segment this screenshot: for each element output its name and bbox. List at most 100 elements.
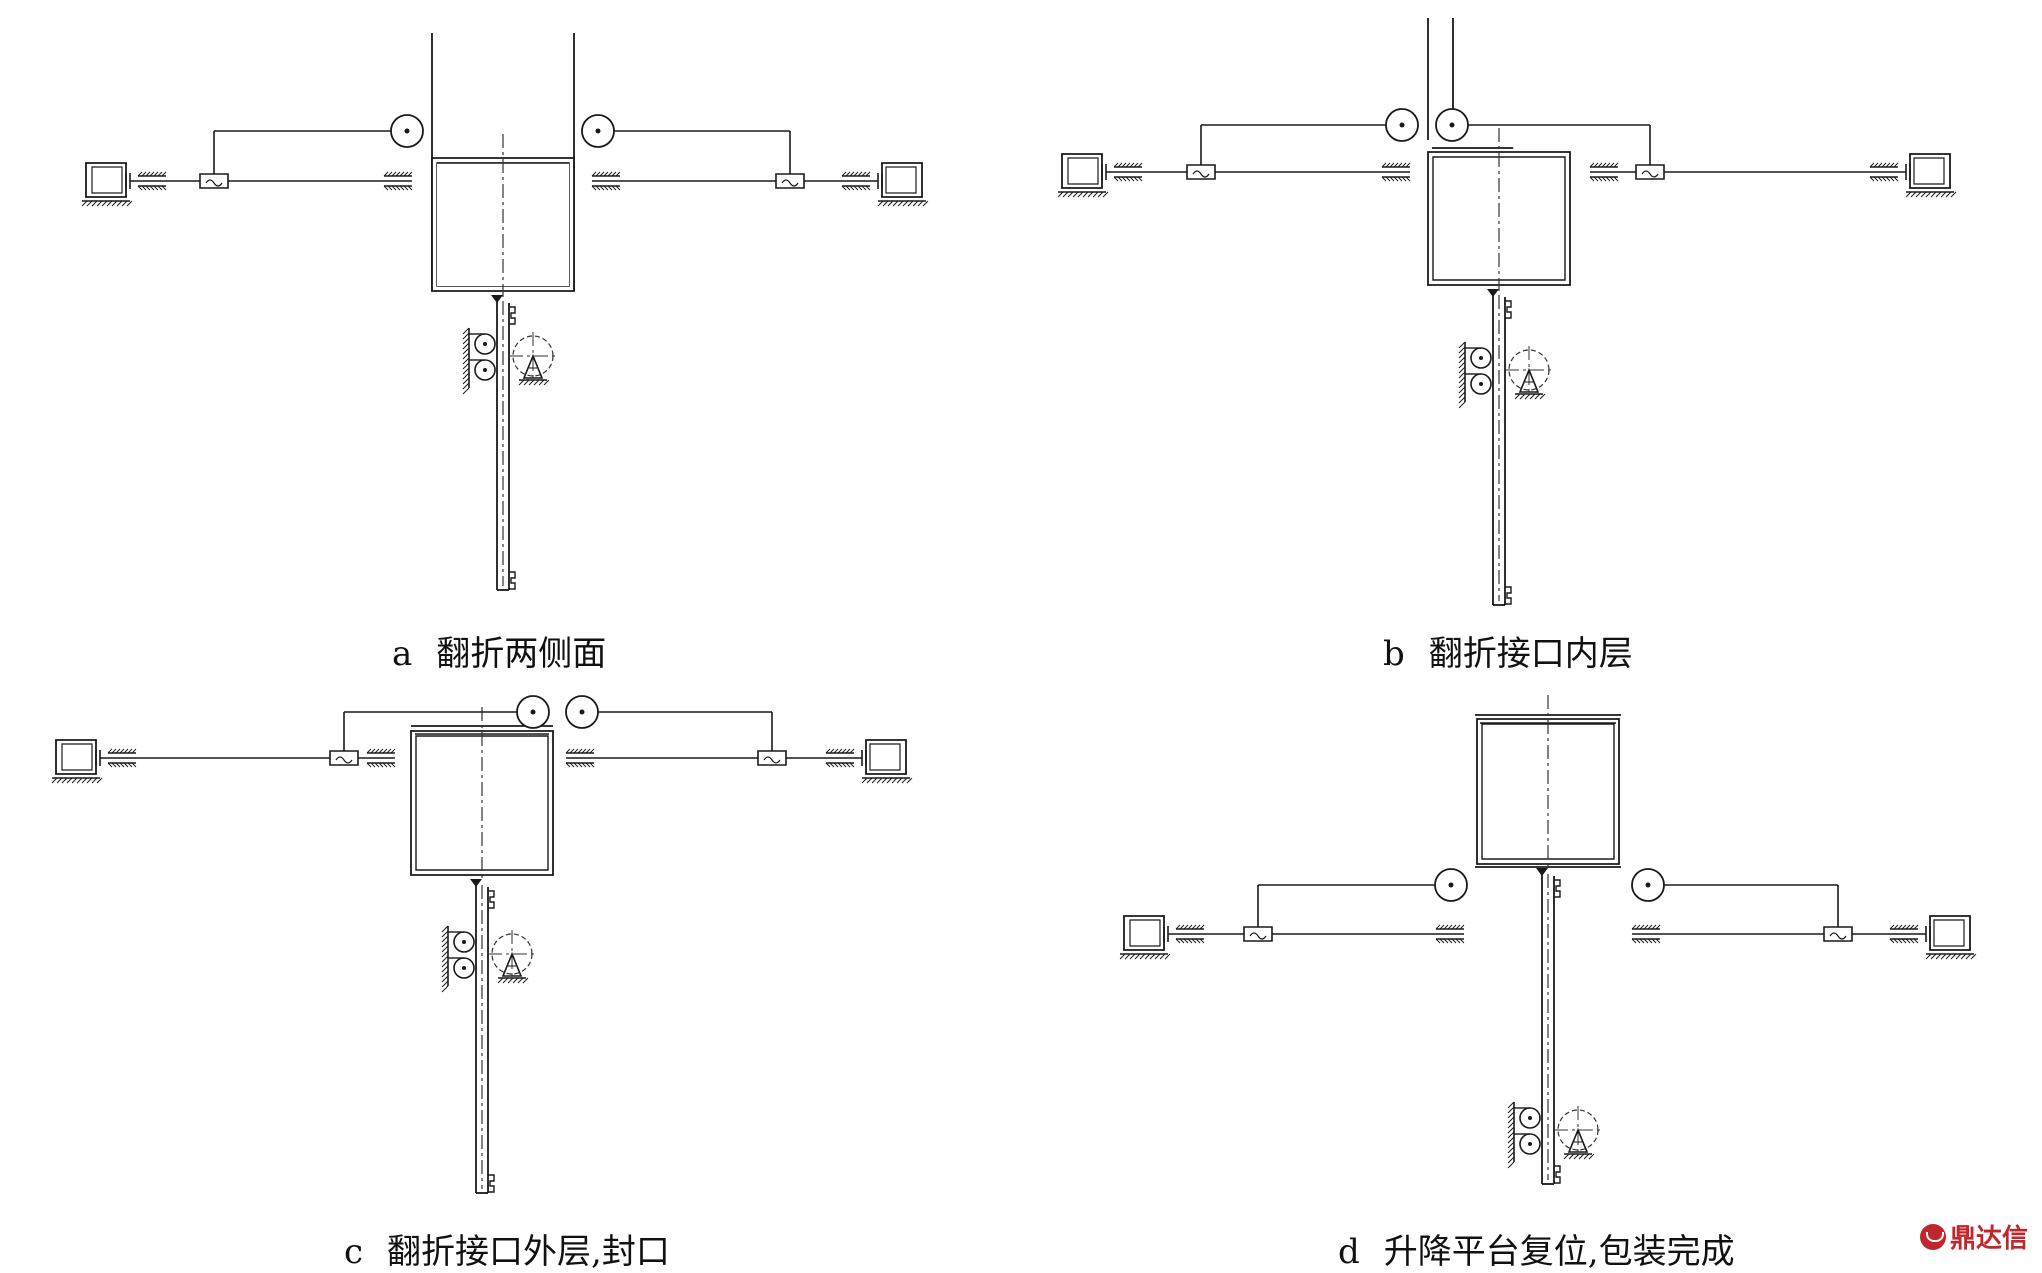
hatch-tick	[1508, 1147, 1514, 1153]
bearing-hatch	[604, 172, 608, 176]
bearing-hatch	[830, 763, 834, 767]
hatch-tick	[1941, 954, 1946, 959]
bearing-hatch	[383, 763, 387, 767]
bearing-hatch	[1184, 925, 1188, 929]
bearing-hatch	[1196, 925, 1200, 929]
bearing-hatch	[574, 763, 578, 767]
bearing-hatch	[1906, 939, 1910, 943]
bearing-hatch	[570, 749, 574, 753]
slider-body	[758, 751, 786, 765]
bearing-hatch	[866, 172, 870, 176]
bearing-hatch	[862, 186, 866, 190]
slider-block	[1187, 165, 1215, 179]
hatch-tick	[442, 956, 448, 962]
bearing-hatch	[1890, 177, 1894, 181]
left-fold-mechanism	[52, 696, 549, 783]
bearing-hatch	[842, 763, 846, 767]
bearing-hatch	[1640, 925, 1644, 929]
ground-hatch	[862, 778, 912, 783]
bearing-hatch	[566, 749, 570, 753]
bearing-hatch	[838, 749, 842, 753]
hatch-tick	[57, 778, 62, 783]
hatch-tick	[442, 981, 448, 987]
bearing-hatch	[138, 186, 142, 190]
bearing-hatch	[162, 172, 166, 176]
ground-hatch	[52, 778, 102, 783]
rack-tooth	[1554, 1166, 1560, 1183]
guide-roller-hub	[462, 966, 466, 970]
bearing-hatch	[371, 763, 375, 767]
slider-body	[776, 174, 804, 188]
bearing-hatch	[383, 749, 387, 753]
bearing-hatch	[379, 749, 383, 753]
slider-body	[1824, 927, 1852, 941]
bearing-hatch	[1652, 925, 1656, 929]
bearing-hatch	[162, 186, 166, 190]
bearing-hatch	[1648, 925, 1652, 929]
hatch-tick	[913, 201, 918, 206]
bearing	[1436, 925, 1464, 943]
bearing	[108, 749, 136, 767]
motor-icon	[1058, 154, 1108, 197]
bearing-hatch	[1898, 939, 1902, 943]
hatch-tick	[1936, 954, 1941, 959]
bearing-hatch	[1870, 163, 1874, 167]
bearing-hatch	[1648, 939, 1652, 943]
hatch-tick	[463, 363, 469, 369]
hatch-tick	[87, 778, 92, 783]
watermark-text: 鼎达信	[1949, 1224, 2028, 1254]
bearing	[384, 172, 412, 190]
slider-spring	[206, 180, 222, 186]
slider-body	[1187, 165, 1215, 179]
pulley-hub	[404, 128, 410, 134]
hatch-tick	[903, 201, 908, 206]
hatch-tick	[442, 931, 448, 937]
hatch-tick	[463, 368, 469, 374]
pulley-icon	[1435, 869, 1467, 901]
bearing-hatch	[1602, 163, 1606, 167]
lifting-platform	[1459, 289, 1553, 605]
bearing-hatch	[120, 763, 124, 767]
pulley-hub	[1645, 882, 1651, 888]
bearing-hatch	[1632, 939, 1636, 943]
bearing-hatch	[600, 172, 604, 176]
bearing-hatch	[616, 186, 620, 190]
hatch-tick	[1508, 1142, 1514, 1148]
pulley-hub	[1448, 882, 1454, 888]
motor-icon	[82, 163, 132, 206]
hatch-tick	[1926, 192, 1931, 197]
caption-a-text: 翻折两侧面	[436, 634, 607, 674]
bearing-hatch	[858, 186, 862, 190]
bearing-hatch	[1138, 177, 1142, 181]
bearing-hatch	[1652, 939, 1656, 943]
hatch-tick	[503, 978, 508, 983]
bearing-hatch	[846, 749, 850, 753]
hatch-tick	[529, 380, 534, 385]
bearing-hatch	[1448, 925, 1452, 929]
wall-hatch	[442, 926, 448, 992]
bearing-hatch	[1878, 163, 1882, 167]
bearing	[367, 749, 395, 767]
caption-b-text: 翻折接口内层	[1428, 634, 1633, 674]
hatch-tick	[92, 778, 97, 783]
bearing	[1176, 925, 1204, 943]
bearing-hatch	[866, 186, 870, 190]
bearing-hatch	[1460, 925, 1464, 929]
bearing-hatch	[1192, 939, 1196, 943]
bearing-hatch	[850, 186, 854, 190]
pulley-hub	[579, 709, 585, 715]
hatch-tick	[513, 978, 518, 983]
hatch-tick	[893, 201, 898, 206]
hatch-tick	[1068, 192, 1073, 197]
gear-support	[524, 356, 542, 378]
guide-roller-hub	[462, 940, 466, 944]
bearing-hatch	[1382, 163, 1386, 167]
hatch-tick	[908, 201, 913, 206]
hatch-tick	[117, 201, 122, 206]
bearing-hatch	[367, 763, 371, 767]
bearing-hatch	[582, 763, 586, 767]
bearing-hatch	[1118, 163, 1122, 167]
bearing-hatch	[1910, 939, 1914, 943]
